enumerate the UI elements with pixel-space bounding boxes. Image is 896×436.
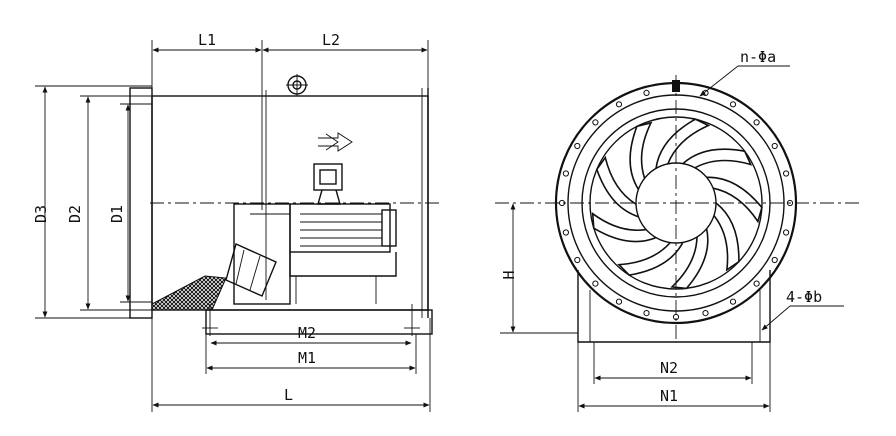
bolt-hole <box>753 280 760 287</box>
label-M2: M2 <box>298 324 316 342</box>
bolt-hole <box>643 310 650 317</box>
base-frame <box>205 309 433 335</box>
impeller-blade <box>713 202 740 272</box>
impeller-blade <box>682 148 753 169</box>
side-view: L1 L2 D3 D2 D1 M2 M1 L <box>32 31 440 412</box>
bolt-hole <box>783 170 790 177</box>
impeller-blade <box>617 242 684 276</box>
label-D2: D2 <box>66 205 84 223</box>
bolt-hole <box>562 170 570 177</box>
bolt-hole <box>783 229 790 236</box>
label-N2: N2 <box>660 359 678 377</box>
impeller-blade <box>706 176 763 224</box>
bolt-hole <box>615 298 623 305</box>
label-M1: M1 <box>298 349 316 367</box>
label-4-phi-b: 4-Φb <box>786 288 822 306</box>
guide-vane <box>225 243 277 297</box>
airflow-arrow-icon <box>318 132 353 152</box>
impeller-blades <box>591 118 763 290</box>
impeller-blade <box>629 121 653 190</box>
bolt-hole <box>771 142 778 150</box>
label-L: L <box>284 386 293 404</box>
motor <box>289 203 391 253</box>
label-H: H <box>500 270 518 279</box>
bolt-hole <box>753 119 760 126</box>
inlet-flange <box>129 87 153 319</box>
bolt-hole <box>562 229 570 236</box>
impeller-blade <box>670 228 709 290</box>
impeller-blade <box>591 212 657 243</box>
impeller-blade <box>655 118 711 169</box>
bolt-hole <box>592 280 599 287</box>
label-D3: D3 <box>32 205 50 223</box>
bolt-hole <box>574 256 581 264</box>
inlet-hatch <box>151 275 227 311</box>
motor-support <box>233 203 291 305</box>
impeller-blade <box>595 155 639 218</box>
label-N1: N1 <box>660 387 678 405</box>
front-view: H N2 N1 n-Φa 4-Φb <box>495 48 860 412</box>
label-L1: L1 <box>198 31 216 49</box>
junction-box <box>313 163 343 191</box>
bolt-holes <box>558 85 794 321</box>
label-L2: L2 <box>322 31 340 49</box>
bolt-hole <box>771 256 778 264</box>
bolt-hole <box>592 119 599 126</box>
bolt-hole <box>574 142 581 150</box>
label-D1: D1 <box>108 205 126 223</box>
bolt-hole <box>729 101 737 108</box>
bolt-hole <box>702 310 709 317</box>
bolt-hole <box>643 89 650 97</box>
label-n-phi-a: n-Φa <box>740 48 776 66</box>
support-frame <box>577 270 771 343</box>
bolt-hole <box>729 298 737 305</box>
bolt-hole <box>615 101 623 108</box>
